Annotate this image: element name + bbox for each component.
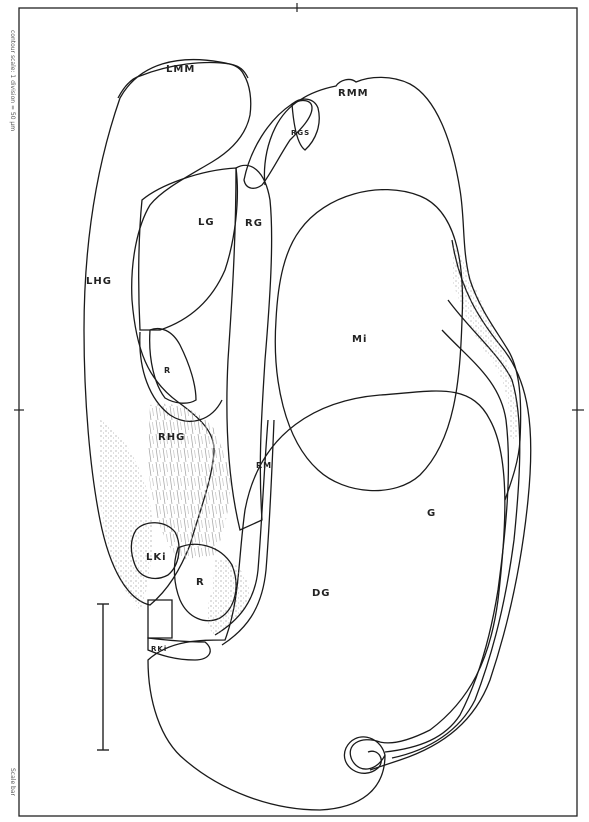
rgs-tip [292,99,319,150]
label-rhg: RHG [158,432,185,443]
margin-left-text: contour scale: 1 division = 50 µm [9,30,16,131]
mi-oval [275,190,462,491]
label-rmm: RMM [338,88,369,99]
label-lg: LG [198,217,215,228]
label-r-upper: R [164,366,171,375]
lg-band [139,168,238,330]
label-r-lower: R [196,577,205,588]
rhg-stipple [100,420,152,610]
label-g: G [427,508,436,519]
margin-bottom-text: Scale bar [9,768,16,797]
label-rg: RG [245,218,263,229]
label-rm: RM [256,461,272,470]
label-dg: DG [312,588,331,599]
lower-stipple [207,559,250,635]
rki-box [148,600,172,638]
duct-stipple [452,240,518,440]
label-lmm: LMM [166,64,195,75]
label-lki: LKi [146,552,167,563]
rgs-strip [244,101,312,189]
label-lhg: LHG [86,276,112,287]
label-mi: Mi [352,334,367,345]
r-upper-lobe [150,329,196,404]
rmm-outline [264,77,520,500]
scale-bar [97,604,109,750]
rhg-region [148,404,230,560]
label-rki: RKi [151,645,167,653]
label-rgs: RGS [291,129,310,137]
